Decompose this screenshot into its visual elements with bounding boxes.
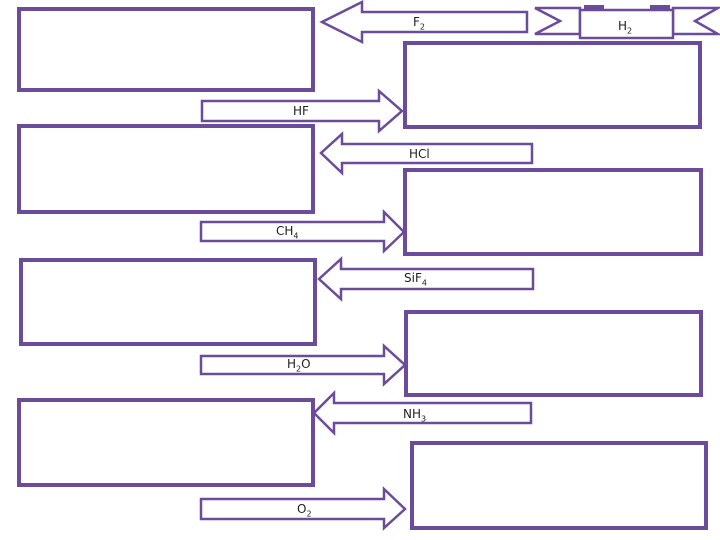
- arrow-label-nh3: NH3: [403, 407, 427, 424]
- box-left-4: [17, 398, 315, 487]
- arrow-label-o2: O2: [297, 502, 312, 519]
- arrow-label-hcl: HCl: [409, 147, 430, 161]
- arrow-f2: [319, 0, 529, 45]
- box-left-2: [17, 124, 315, 214]
- arrow-label-h2o: H2O: [287, 357, 311, 374]
- arrow-label-f2: F2: [413, 15, 425, 32]
- arrow-nh3: [312, 389, 533, 437]
- arrow-sif4: [317, 256, 535, 302]
- box-right-4: [410, 441, 708, 530]
- box-right-3: [404, 310, 703, 397]
- arrow-o2: [199, 486, 407, 531]
- box-left-1: [17, 7, 315, 92]
- arrow-hf: [200, 88, 404, 134]
- arrow-label-ch4: CH4: [276, 224, 299, 241]
- arrow-ch4: [199, 208, 406, 254]
- banner-ribbon: [534, 5, 720, 40]
- arrow-label-hf: HF: [293, 104, 309, 118]
- box-right-1: [403, 41, 702, 129]
- arrow-h2o: [199, 343, 407, 387]
- banner-label: H2: [618, 19, 633, 36]
- arrow-label-sif4: SiF4: [404, 271, 427, 288]
- box-left-3: [19, 258, 317, 346]
- arrow-hcl: [319, 131, 534, 176]
- box-right-2: [403, 168, 703, 256]
